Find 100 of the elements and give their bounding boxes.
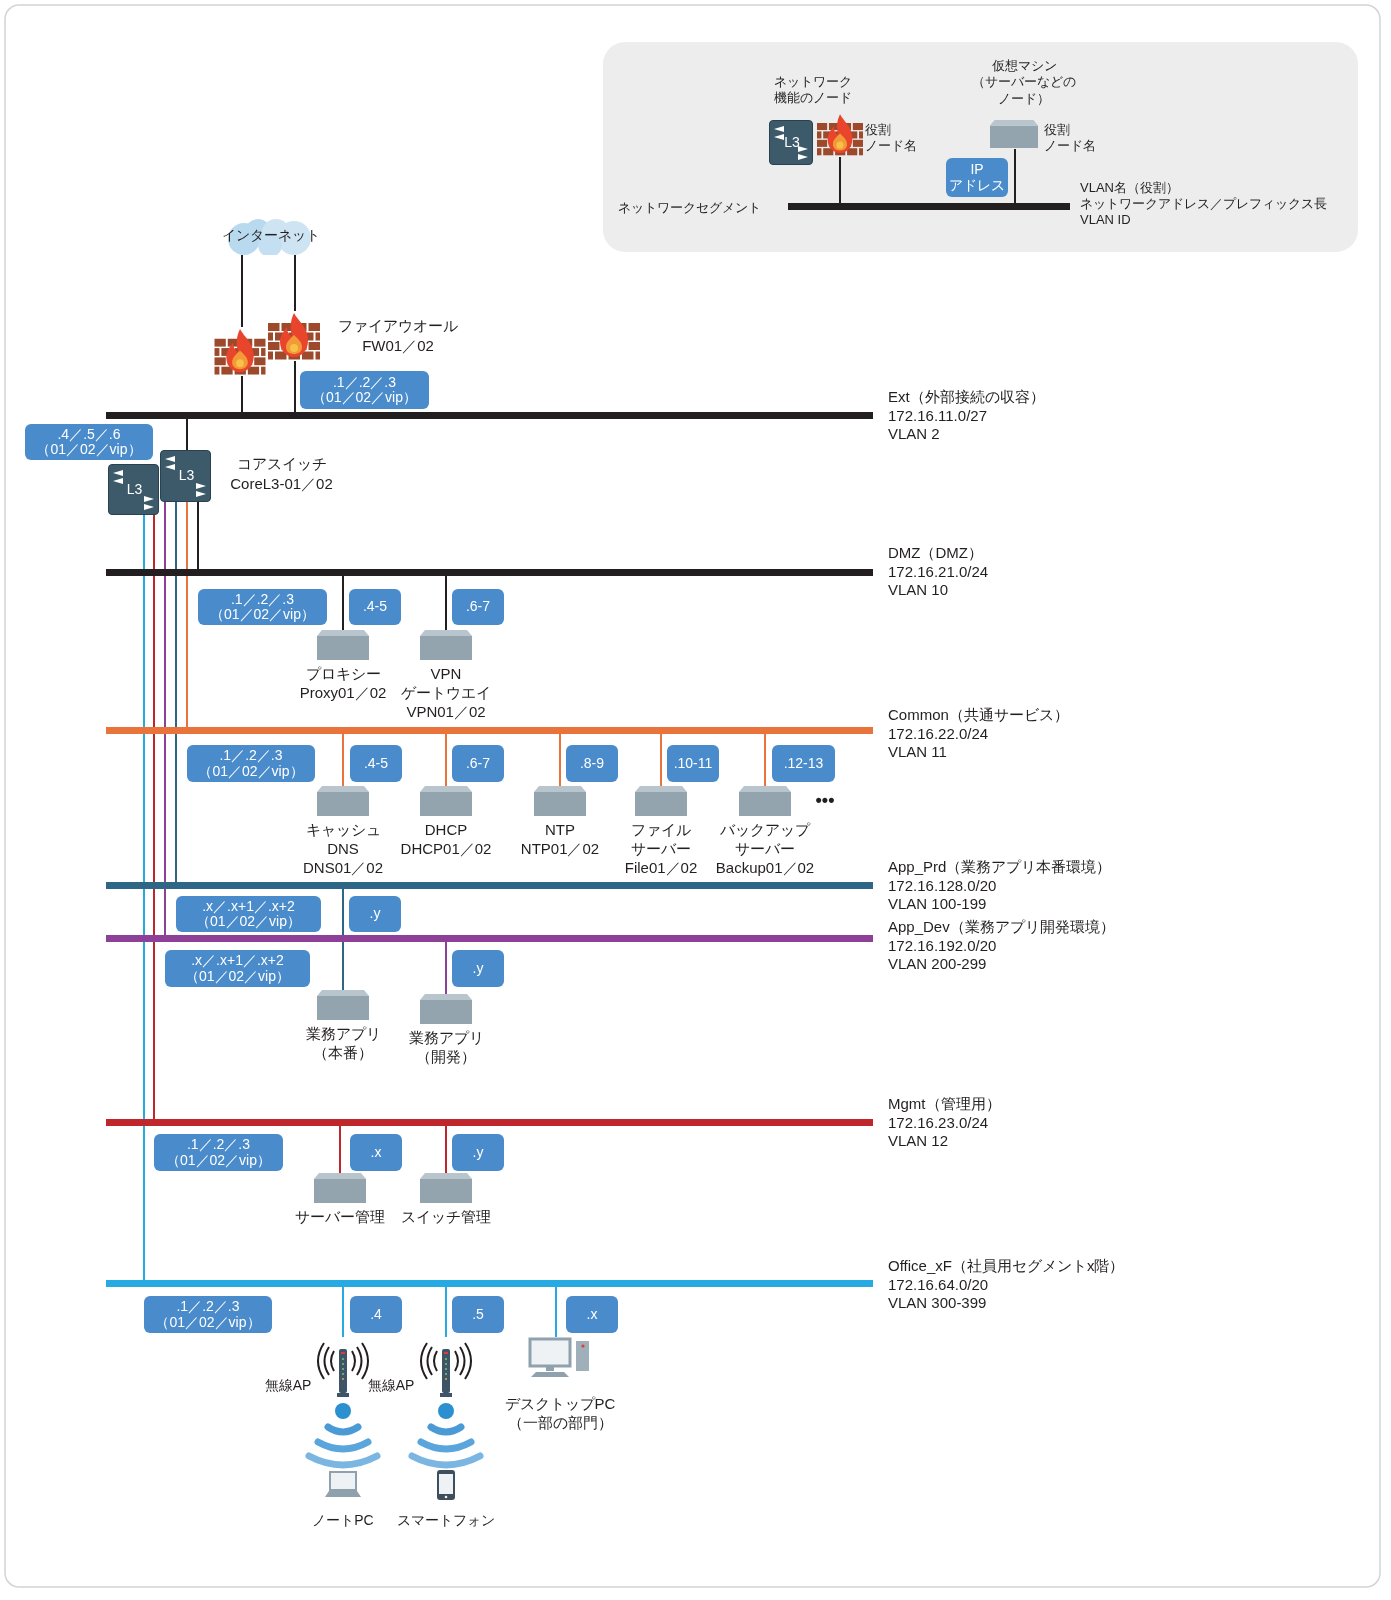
network-segment-bar [106, 1119, 873, 1126]
connection-line [339, 1125, 341, 1174]
connection-line [197, 501, 199, 570]
device-label: スマートフォン [396, 1512, 496, 1530]
ip-address-tag [144, 1296, 272, 1333]
connection-line [342, 575, 344, 631]
ip-address-tag [154, 1134, 283, 1171]
device-label: 業務アプリ（本番） [304, 1025, 382, 1063]
segment-label: Mgmt（管理用） [888, 1095, 1002, 1114]
ip-address-tag [772, 745, 835, 782]
ip-address-text: .y [472, 960, 484, 977]
segment-label: DMZ（DMZ） [888, 544, 984, 563]
segment-label: VLAN 300-399 [888, 1294, 988, 1313]
device-label: 無線AP [366, 1377, 416, 1395]
legend-panel [603, 42, 1358, 252]
network-segment-bar [106, 935, 873, 942]
ip-address-tag [566, 745, 618, 782]
node-caption: VLAN ID [1080, 212, 1132, 229]
device-label: 無線AP [263, 1377, 313, 1395]
connection-line [764, 733, 766, 787]
node-caption: ネットワーク機能のノード [773, 74, 853, 107]
node-caption: 役割 [1044, 122, 1071, 139]
node-caption: ネットワークアドレス／プレフィックス長 [1080, 196, 1328, 213]
more-items-text: ••• [814, 790, 836, 811]
segment-label: 172.16.128.0/20 [888, 876, 998, 896]
node-caption: FW01／02 [361, 337, 435, 356]
ip-address-text: .1／.2／.3 [187, 1137, 250, 1153]
ip-address-tag [452, 745, 504, 782]
connection-line [294, 254, 296, 312]
connection-line [342, 888, 344, 991]
device-label: L3 [783, 133, 801, 151]
segment-label: 172.16.23.0/24 [888, 1113, 990, 1133]
segment-label: App_Prd（業務アプリ本番環境） [888, 858, 1113, 877]
ip-address-text: IPアドレス [949, 162, 1005, 193]
connection-line [175, 501, 177, 883]
connection-line [445, 1125, 447, 1174]
node-caption: コアスイッチ [235, 455, 328, 474]
segment-label: 172.16.21.0/24 [888, 562, 990, 582]
ip-address-text: .x [586, 1306, 598, 1323]
connection-line [143, 514, 145, 1281]
ip-address-tag [452, 1134, 504, 1171]
segment-label: Office_xF（社員用セグメントx階） [888, 1257, 1126, 1276]
connection-line [342, 1286, 344, 1338]
segment-label: VLAN 2 [888, 425, 941, 444]
l3-switch [160, 450, 211, 502]
ip-address-text: .8-9 [579, 755, 605, 772]
ip-address-tag [176, 896, 321, 932]
ip-address-tag [452, 1296, 504, 1333]
ip-address-tag [350, 745, 402, 782]
network-segment-bar [106, 882, 873, 889]
segment-label: Common（共通サービス） [888, 706, 1070, 725]
ip-address-tag [350, 1296, 402, 1333]
device-label: ノートPC [311, 1512, 375, 1530]
ip-address-text: .x／.x+1／.x+2 [202, 898, 295, 914]
device-label: VPN01／02 [405, 702, 487, 722]
ip-address-text: .4 [370, 1306, 382, 1323]
ip-address-text: （01／02／vip） [184, 968, 290, 984]
ip-address-text: .4-5 [362, 599, 388, 615]
node-caption: ノード名 [865, 138, 918, 155]
node-caption: 役割 [865, 122, 892, 139]
ip-address-text: .10-11 [673, 755, 713, 772]
l3-switch [769, 120, 813, 165]
network-segment-bar [106, 1280, 873, 1287]
ip-address-tag [667, 745, 719, 782]
segment-label: App_Dev（業務アプリ開発環境） [888, 918, 1116, 937]
ip-address-text: .4／.5／.6 [57, 426, 121, 442]
ip-address-tag [165, 950, 310, 987]
device-label: プロキシー [304, 665, 382, 684]
segment-label: 172.16.64.0/20 [888, 1275, 990, 1295]
connection-line [294, 360, 296, 413]
ip-address-tag [566, 1296, 618, 1333]
ip-address-text: （01／02／vip） [36, 442, 142, 458]
ip-address-tag [25, 424, 153, 460]
ip-address-tag [198, 589, 327, 625]
node-caption: ノード名 [1044, 138, 1097, 155]
node-caption: CoreL3-01／02 [229, 475, 334, 494]
connection-line [445, 575, 447, 631]
segment-label: VLAN 200-299 [888, 955, 988, 974]
ip-address-text: .y [472, 1144, 484, 1161]
ip-address-tag [300, 371, 429, 409]
ip-address-text: .12-13 [783, 755, 824, 772]
device-label: スイッチ管理 [400, 1208, 492, 1227]
ip-address-text: （01／02／vip） [165, 1152, 271, 1168]
device-label: Backup01／02 [715, 858, 815, 878]
ip-address-tag [349, 896, 401, 932]
ip-address-tag [452, 950, 504, 987]
connection-line [555, 1286, 557, 1338]
ip-address-text: .1／.2／.3 [333, 374, 396, 390]
node-caption: 仮想マシン（サーバーなどのノード） [971, 58, 1077, 107]
ip-address-text: （01／02／vip） [311, 390, 417, 406]
segment-label: VLAN 10 [888, 581, 950, 600]
segment-label: VLAN 12 [888, 1132, 950, 1151]
ip-address-text: .x [370, 1144, 382, 1161]
segment-label: Ext（外部接続の収容） [888, 388, 1046, 407]
segment-label: 172.16.192.0/20 [888, 936, 998, 956]
device-label: デスクトップPC（一部の部門） [503, 1395, 617, 1433]
ip-address-text: .1／.2／.3 [176, 1299, 240, 1315]
segment-label: VLAN 100-199 [888, 895, 988, 914]
device-label: 業務アプリ（開発） [407, 1029, 485, 1067]
connection-line [241, 375, 243, 413]
